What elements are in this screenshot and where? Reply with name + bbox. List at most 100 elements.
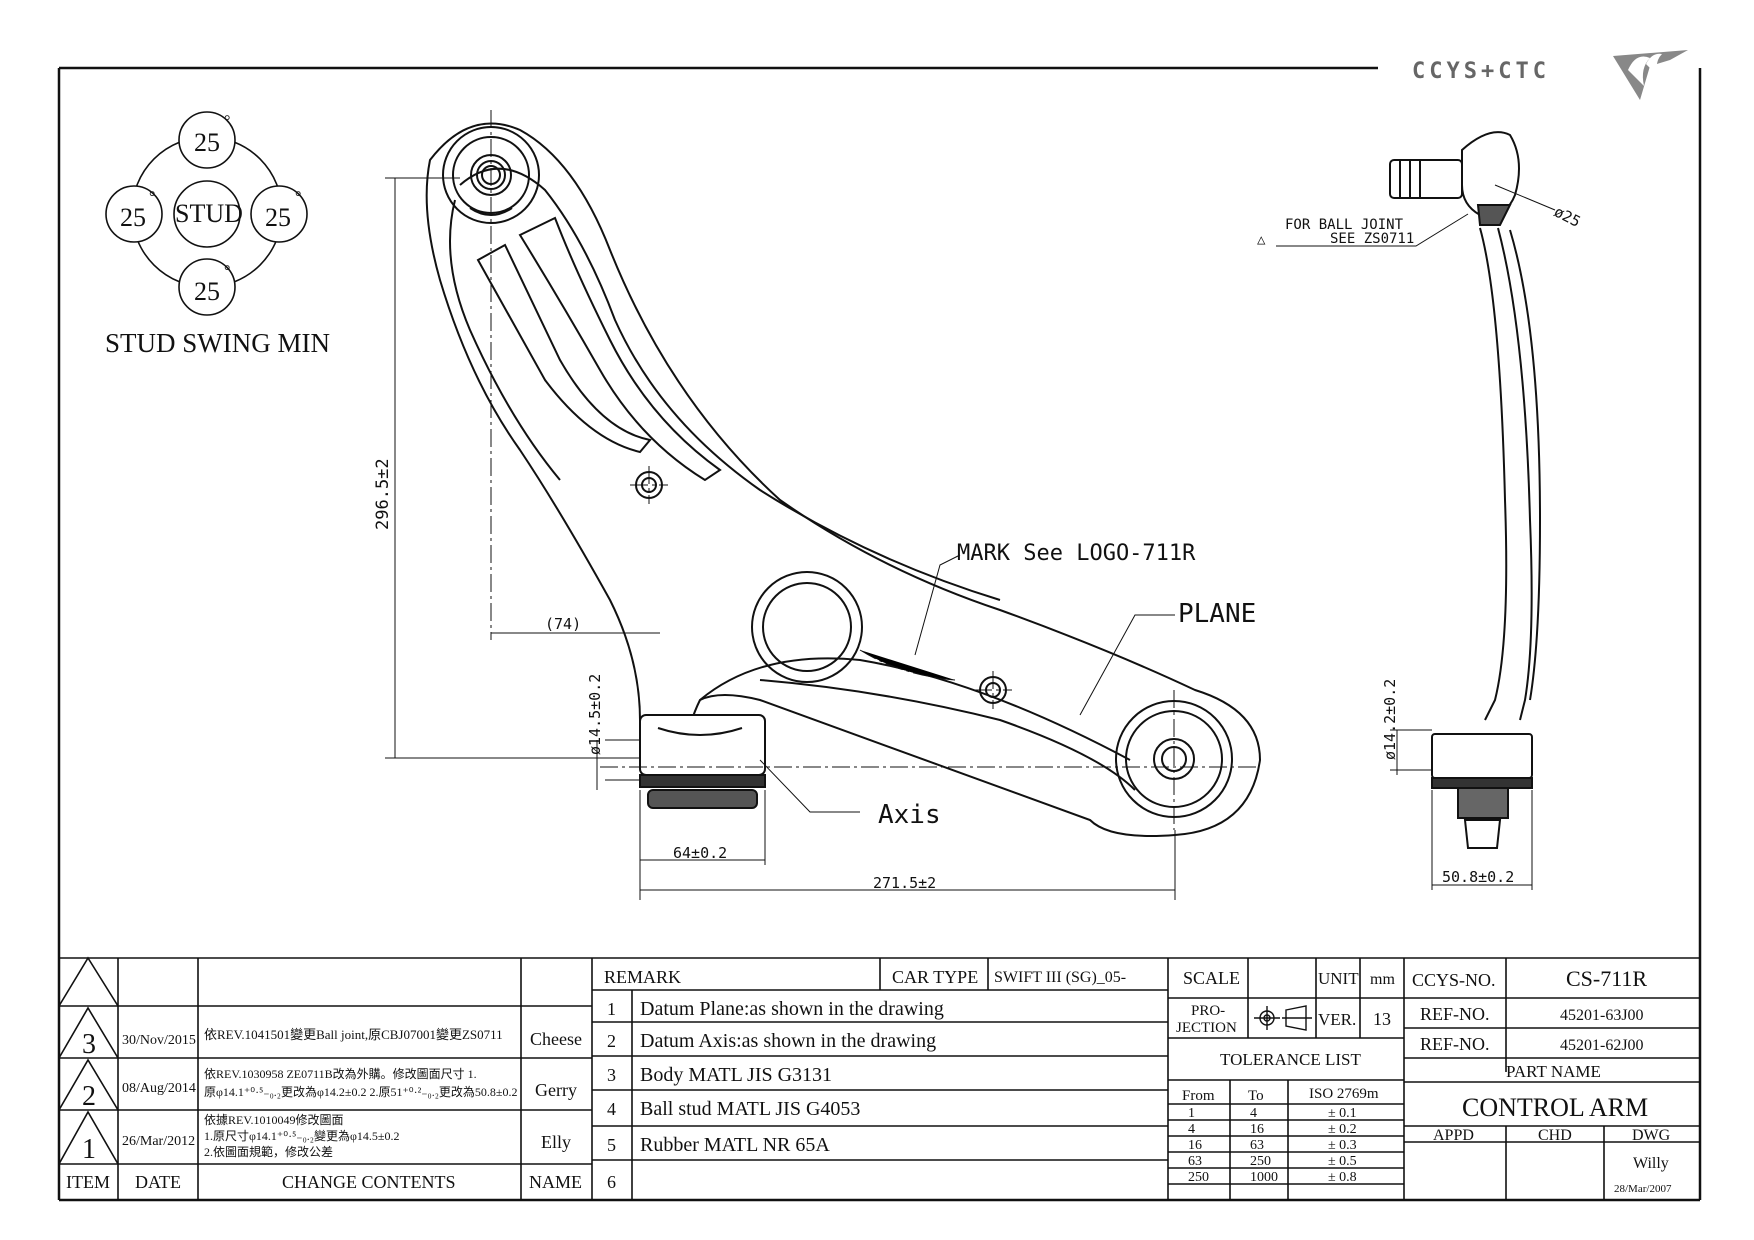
side-diameter-dimension: ø14.2±0.2: [1381, 679, 1399, 760]
revision-content: 依REV.1041501變更Ball joint,原CBJ07001變更ZS07…: [204, 1027, 503, 1042]
overall-length-dimension: 271.5±2: [873, 874, 936, 892]
tolerance-tol: ± 0.3: [1328, 1138, 1357, 1153]
deg-mark: °: [224, 113, 230, 130]
ball-joint-note-line1: FOR BALL JOINT: [1285, 217, 1404, 233]
deg-mark: °: [149, 189, 155, 206]
swing-center-label: STUD: [175, 199, 243, 228]
part-name-label: PART NAME: [1506, 1062, 1601, 1081]
centerlines: [490, 110, 1260, 830]
revision-date: 30/Nov/2015: [122, 1033, 196, 1048]
remark-text: Body MATL JIS G3131: [640, 1064, 832, 1086]
projection-symbol: [1254, 1005, 1312, 1031]
offset-dimension: (74): [545, 615, 581, 633]
tolerance-tol: ± 0.8: [1328, 1170, 1357, 1185]
title-block-grid: [58, 956, 1700, 1200]
car-type-label: CAR TYPE: [892, 967, 978, 987]
drawer-name: Willy: [1633, 1155, 1669, 1172]
height-dimension: 296.5±2: [373, 458, 393, 530]
tolerance-tol: ± 0.2: [1328, 1122, 1357, 1137]
logo-text: CCYS+CTC: [1412, 59, 1550, 84]
revision-content: 依REV.1030958 ZE0711B改為外購。修改圖面尺寸 1.: [204, 1066, 477, 1081]
tolerance-to: 4: [1250, 1106, 1257, 1121]
side-view-dimensions: [1276, 184, 1556, 890]
swing-left-value: 25: [120, 203, 146, 232]
car-type-value: SWIFT III (SG)_05-: [994, 969, 1126, 986]
ref-no-value: 45201-62J00: [1560, 1037, 1644, 1054]
remark-number: 4: [607, 1099, 616, 1119]
unit-label: UNIT: [1318, 969, 1359, 988]
remark-text: Rubber MATL NR 65A: [640, 1134, 830, 1156]
tolerance-to: 250: [1250, 1154, 1271, 1169]
tol-iso-header: ISO 2769m: [1309, 1086, 1379, 1102]
dwg-label: DWG: [1632, 1127, 1671, 1144]
revision-item: 3: [82, 1029, 96, 1060]
tolerance-to: 63: [1250, 1138, 1264, 1153]
bushing-width-dimension: 64±0.2: [673, 844, 727, 862]
ver-value: 13: [1373, 1009, 1391, 1029]
revision-date: 08/Aug/2014: [122, 1081, 196, 1096]
swing-right-value: 25: [265, 203, 291, 232]
company-logo: CCYS+CTC: [1412, 50, 1688, 100]
revision-content: 依據REV.1010049修改圖面: [204, 1112, 343, 1127]
drawing-title-block: CCYS-NO. CS-711R REF-NO. 45201-63J00 REF…: [1412, 966, 1672, 1195]
revision-name: Cheese: [530, 1029, 582, 1049]
revision-triangle: △: [1257, 232, 1266, 248]
tolerance-tol: ± 0.1: [1328, 1106, 1357, 1121]
tol-to-header: To: [1248, 1088, 1264, 1104]
scale-label: SCALE: [1183, 968, 1240, 988]
remark-number: 2: [607, 1031, 616, 1051]
ver-label: VER.: [1318, 1010, 1356, 1029]
remark-number: 3: [607, 1065, 616, 1085]
revision-date: 26/Mar/2012: [122, 1134, 195, 1149]
remark-header: REMARK: [604, 967, 681, 987]
control-arm-main-view: [425, 122, 1262, 837]
ccys-no-value: CS-711R: [1566, 966, 1647, 991]
tolerance-from: 1: [1188, 1106, 1195, 1121]
deg-mark: °: [224, 263, 230, 280]
axis-label: Axis: [878, 800, 941, 830]
tolerance-from: 4: [1188, 1122, 1195, 1137]
deg-mark: °: [295, 189, 301, 206]
remark-table: REMARK CAR TYPE SWIFT III (SG)_05- 1 Dat…: [604, 967, 1126, 1192]
swing-bottom-value: 25: [194, 277, 220, 306]
ball-joint-note-line2: SEE ZS0711: [1330, 231, 1414, 247]
mark-note: MARK See LOGO-711R: [957, 541, 1196, 566]
ref-no-label: REF-NO.: [1420, 1004, 1490, 1024]
revision-content: 2.依圖面規範，修改公差: [204, 1144, 333, 1159]
revision-item: 1: [82, 1134, 96, 1165]
revision-table: 3 30/Nov/2015 依REV.1041501變更Ball joint,原…: [66, 1027, 582, 1192]
drawing-date: 28/Mar/2007: [1614, 1183, 1672, 1195]
revision-name: Gerry: [535, 1080, 577, 1100]
revision-item: 2: [82, 1081, 96, 1112]
chd-label: CHD: [1538, 1127, 1572, 1144]
remark-text: Ball stud MATL JIS G4053: [640, 1098, 860, 1120]
ref-no-value: 45201-63J00: [1560, 1007, 1644, 1024]
ccys-no-label: CCYS-NO.: [1412, 970, 1496, 990]
revision-content: 原φ14.1⁺⁰·⁵₋₀.₂更改為φ14.2±0.2 2.原51⁺⁰·²₋₀.₂…: [204, 1085, 518, 1099]
plane-label: PLANE: [1178, 599, 1256, 629]
tolerance-from: 16: [1188, 1138, 1202, 1153]
remark-number: 6: [607, 1172, 616, 1192]
remark-text: Datum Axis:as shown in the drawing: [640, 1030, 936, 1052]
control-arm-side-view: [1389, 131, 1542, 849]
revision-name: Elly: [541, 1132, 571, 1152]
projection-label: PRO-: [1191, 1003, 1225, 1019]
swing-top-value: 25: [194, 128, 220, 157]
tolerance-from: 250: [1188, 1170, 1209, 1185]
dimensions: [385, 177, 1176, 900]
remark-number: 5: [607, 1135, 616, 1155]
item-header: ITEM: [66, 1172, 110, 1192]
stud-diameter-dimension: ø25: [1551, 203, 1583, 231]
date-header: DATE: [135, 1172, 181, 1192]
projection-label: JECTION: [1176, 1020, 1237, 1036]
ref-no-label: REF-NO.: [1420, 1034, 1490, 1054]
change-contents-header: CHANGE CONTENTS: [282, 1172, 456, 1192]
tolerance-title: TOLERANCE LIST: [1220, 1050, 1361, 1069]
tolerance-to: 16: [1250, 1122, 1264, 1137]
appd-label: APPD: [1433, 1127, 1474, 1144]
part-name-value: CONTROL ARM: [1462, 1093, 1648, 1122]
unit-value: mm: [1370, 971, 1395, 988]
tolerance-to: 1000: [1250, 1170, 1278, 1185]
